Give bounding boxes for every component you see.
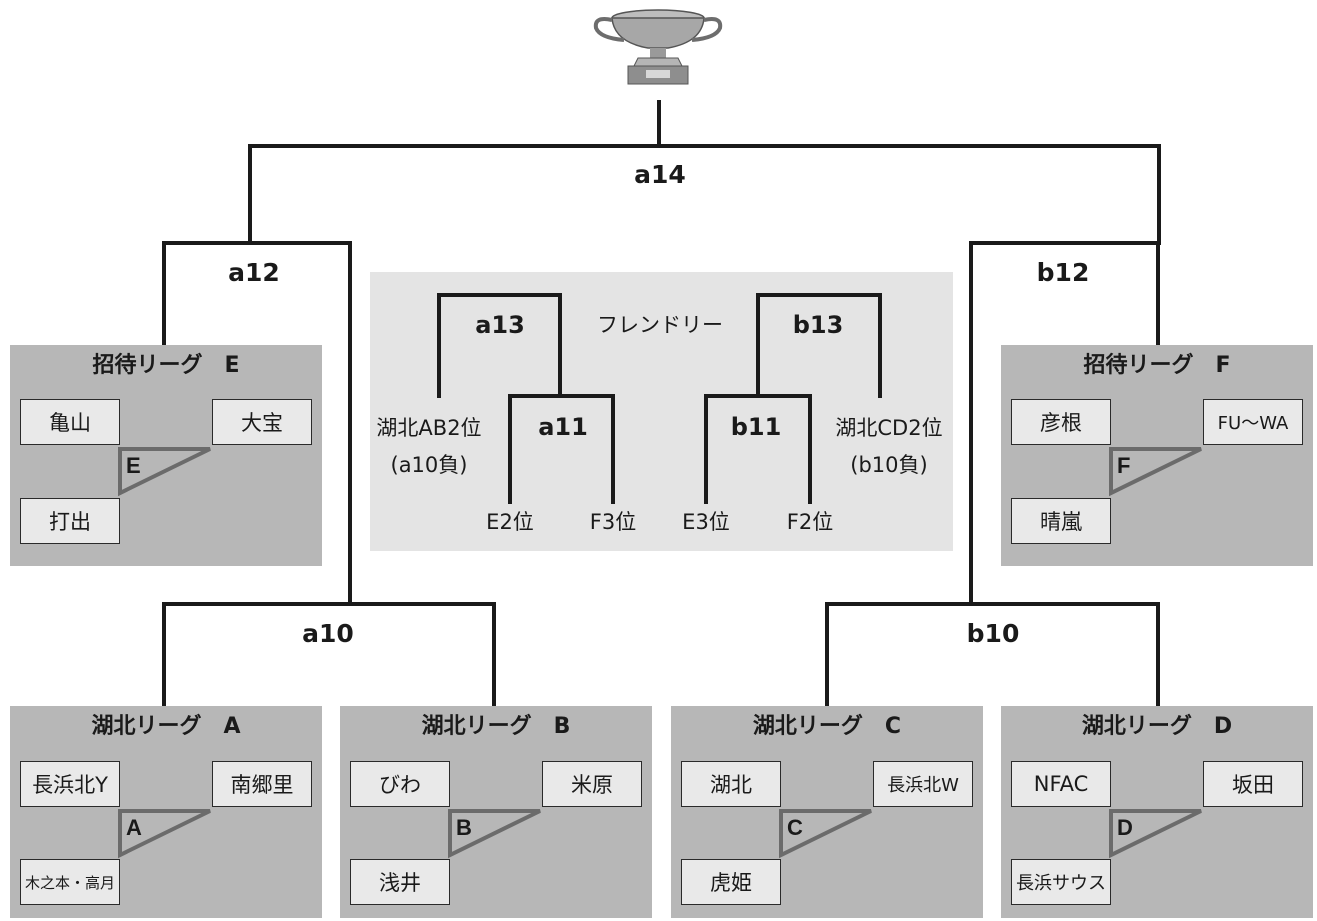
team-box: 坂田 [1203, 761, 1303, 807]
league-letter-f: F [1117, 453, 1130, 478]
league-triangle-e: E [118, 447, 211, 497]
left-seed-line1: 湖北AB2位 [376, 416, 482, 440]
team-box: 晴嵐 [1011, 498, 1111, 544]
league-triangle-b: B [448, 809, 541, 859]
right-seed-line2: (b10負) [850, 453, 928, 477]
league-title-b: 湖北リーグ B [421, 714, 571, 739]
b13-bracket-line [756, 293, 882, 398]
team-box: 浅井 [350, 859, 450, 905]
a12-bracket-line [162, 241, 352, 606]
league-letter-a: A [126, 815, 142, 840]
round-label-b11: b11 [730, 413, 782, 441]
round-label-a14: a14 [634, 160, 686, 189]
a13-bracket-line [437, 293, 562, 398]
league-letter-e: E [126, 453, 141, 478]
team-box: 南郷里 [212, 761, 312, 807]
left-seed-line2: (a10負) [390, 453, 468, 477]
team-box: 湖北 [681, 761, 781, 807]
round-label-a11: a11 [538, 413, 588, 441]
league-panel-c: 湖北リーグ C 湖北 長浜北W 虎姫 C [671, 706, 983, 918]
friendly-bracket-lines [437, 293, 882, 504]
league-title-f: 招待リーグ F [1083, 353, 1231, 378]
round-label-b12: b12 [1036, 258, 1090, 287]
team-box: 大宝 [212, 399, 312, 445]
league-panel-d: 湖北リーグ D NFAC 坂田 長浜サウス D [1001, 706, 1313, 918]
team-box: 長浜サウス [1011, 859, 1111, 905]
seed-f2: F2位 [786, 510, 834, 534]
league-triangle-d: D [1109, 809, 1202, 859]
team-box: 虎姫 [681, 859, 781, 905]
b12-bracket-line [969, 241, 1160, 606]
team-box: 亀山 [20, 399, 120, 445]
team-box: 米原 [542, 761, 642, 807]
round-label-a13: a13 [475, 311, 525, 339]
league-panel-e: 招待リーグ E 亀山 大宝 打出 E [10, 345, 322, 566]
final-bracket-line [248, 100, 1161, 245]
league-title-e: 招待リーグ E [92, 353, 240, 378]
seed-f3: F3位 [589, 510, 637, 534]
league-title-d: 湖北リーグ D [1081, 714, 1233, 739]
friendly-title: フレンドリー [597, 313, 723, 337]
league-title-a: 湖北リーグ A [91, 714, 241, 739]
seed-e2: E2位 [486, 510, 534, 534]
round-label-b10: b10 [966, 619, 1020, 648]
team-box: NFAC [1011, 761, 1111, 807]
league-panel-b: 湖北リーグ B びわ 米原 浅井 B [340, 706, 652, 918]
round-label-a10: a10 [302, 619, 354, 648]
league-panel-a: 湖北リーグ A 長浜北Y 南郷里 木之本・高月 A [10, 706, 322, 918]
team-box: 木之本・高月 [20, 859, 120, 905]
friendly-panel: a13 フレンドリー b13 a11 b11 湖北AB2位 (a10負) 湖北C… [370, 272, 953, 551]
a11-bracket-line [508, 394, 615, 504]
trophy-icon [593, 9, 723, 85]
right-seed-line1: 湖北CD2位 [835, 416, 943, 440]
team-box: FU〜WA [1203, 399, 1303, 445]
seed-e3: E3位 [682, 510, 730, 534]
league-triangle-a: A [118, 809, 211, 859]
league-letter-c: C [787, 815, 803, 840]
team-box: 長浜北W [873, 761, 973, 807]
league-title-c: 湖北リーグ C [752, 714, 902, 739]
league-panel-f: 招待リーグ F 彦根 FU〜WA 晴嵐 F [1001, 345, 1313, 566]
team-box: 彦根 [1011, 399, 1111, 445]
league-letter-d: D [1117, 815, 1133, 840]
a10-bracket-line [162, 602, 496, 708]
league-triangle-f: F [1109, 447, 1202, 497]
round-label-a12: a12 [228, 258, 280, 287]
league-triangle-c: C [779, 809, 872, 859]
team-box: 長浜北Y [20, 761, 120, 807]
b11-bracket-line [704, 394, 812, 504]
b10-bracket-line [825, 602, 1160, 708]
team-box: 打出 [20, 498, 120, 544]
league-letter-b: B [456, 815, 472, 840]
team-box: びわ [350, 761, 450, 807]
round-label-b13: b13 [792, 311, 844, 339]
